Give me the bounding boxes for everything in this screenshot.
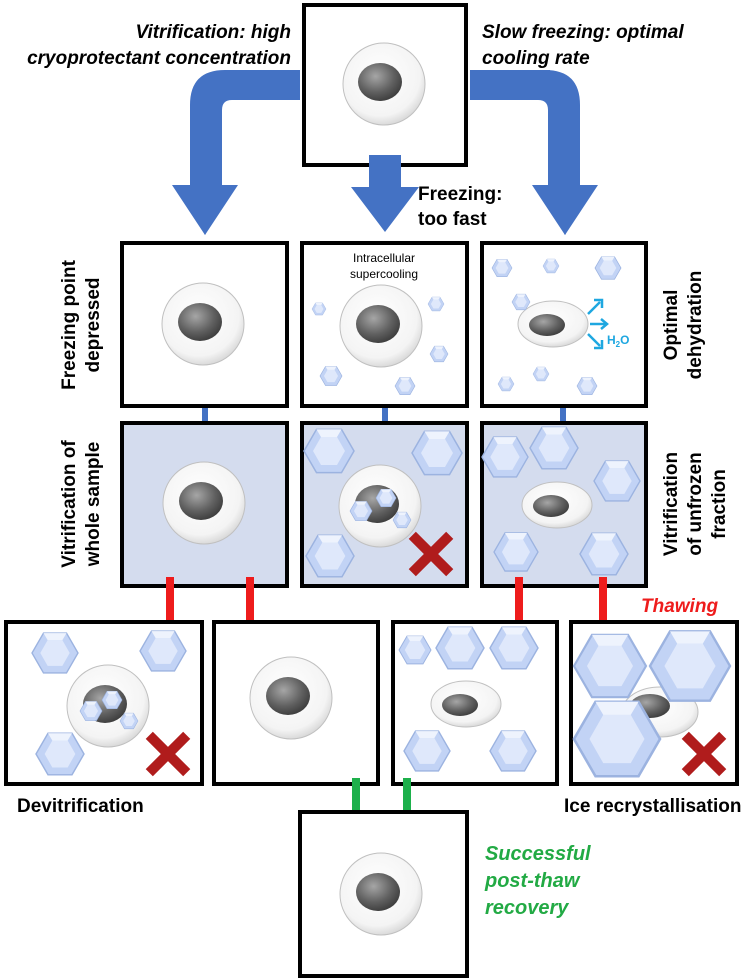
- slow-freezing-label-line2: cooling rate: [482, 48, 590, 69]
- optimal-line2: dehydration: [685, 271, 706, 380]
- box-intracellular-ice: [302, 423, 467, 586]
- nucleus: [356, 305, 400, 343]
- success-line2: post-thaw: [484, 870, 581, 892]
- slow-freezing-label-line1: Slow freezing: optimal: [482, 22, 684, 43]
- blue-arrow-right-shape: [470, 70, 598, 235]
- thawing-label: Thawing: [641, 596, 718, 617]
- cell: [339, 284, 423, 368]
- freezing-point-label: Freezing point depressed: [59, 259, 104, 390]
- nucleus: [533, 495, 569, 517]
- nucleus: [266, 677, 310, 715]
- cell: [342, 42, 426, 126]
- vitrification-label-line1: Vitrification: high: [135, 22, 291, 43]
- vitrif-unfrozen-label: Vitrification of unfrozen fraction: [661, 452, 730, 556]
- box-recovered-vitrified: [212, 620, 380, 786]
- top-right-label: Slow freezing: optimal cooling rate: [482, 22, 684, 69]
- box-vitrified-fraction: [482, 423, 646, 588]
- vitrification-label-line2: cryoprotectant concentration: [27, 48, 291, 69]
- nucleus: [178, 303, 222, 341]
- dehydrated-cell: [521, 481, 593, 529]
- devitrification-label: Devitrification: [17, 796, 144, 817]
- nucleus: [442, 694, 478, 716]
- box-recrystallisation: [571, 622, 737, 784]
- vitrif-unfrozen-line1: Vitrification: [661, 452, 682, 556]
- dehydrated-cell: [517, 300, 589, 348]
- cell: [249, 656, 333, 740]
- cell: [161, 282, 245, 366]
- nucleus: [358, 63, 402, 101]
- success-label: Successful post-thaw recovery: [484, 843, 591, 919]
- box-vitrified-whole: [120, 421, 289, 588]
- nucleus: [529, 314, 565, 336]
- cell: [338, 464, 422, 548]
- vitrif-unfrozen-line2: of unfrozen: [685, 452, 706, 555]
- ice-recrystallisation-label: Ice recrystallisation: [564, 796, 741, 817]
- box-supercooling: Intracellular supercooling: [300, 241, 469, 408]
- vitrif-unfrozen-line3: fraction: [709, 469, 730, 539]
- blue-arrow-center: [351, 155, 419, 232]
- optimal-line1: Optimal: [661, 290, 682, 361]
- freezing-point-line1: Freezing point: [59, 259, 80, 390]
- cell: [162, 461, 246, 545]
- freezing-fast-line1: Freezing:: [418, 184, 502, 205]
- nucleus: [179, 482, 223, 520]
- dehydrated-cell: [430, 680, 502, 728]
- success-line3: recovery: [485, 897, 569, 919]
- top-left-label: Vitrification: high cryoprotectant conce…: [27, 22, 291, 69]
- start-box: [302, 3, 468, 167]
- intracellular-line2: supercooling: [350, 267, 418, 281]
- vitrif-whole-line2: whole sample: [83, 442, 104, 568]
- optimal-dehydration-label: Optimal dehydration: [661, 271, 706, 380]
- water-label: H2O: [607, 333, 629, 349]
- box-dehydration: H2O: [480, 241, 648, 408]
- vitrif-whole-line1: Vitrification of: [59, 440, 80, 568]
- box-success: [298, 810, 469, 978]
- freezing-fast-line2: too fast: [418, 209, 487, 230]
- intracellular-line1: Intracellular: [353, 251, 415, 265]
- cell: [339, 852, 423, 936]
- nucleus: [356, 873, 400, 911]
- vitrif-whole-label: Vitrification of whole sample: [59, 440, 104, 568]
- box-devitrification: [4, 622, 204, 784]
- box-recovered-slow: [391, 622, 559, 786]
- blue-arrow-left-shape: [172, 70, 300, 235]
- water-arrows: [587, 298, 609, 350]
- success-line1: Successful: [485, 843, 591, 865]
- freezing-point-line2: depressed: [83, 277, 104, 372]
- box-depressed: [120, 241, 289, 408]
